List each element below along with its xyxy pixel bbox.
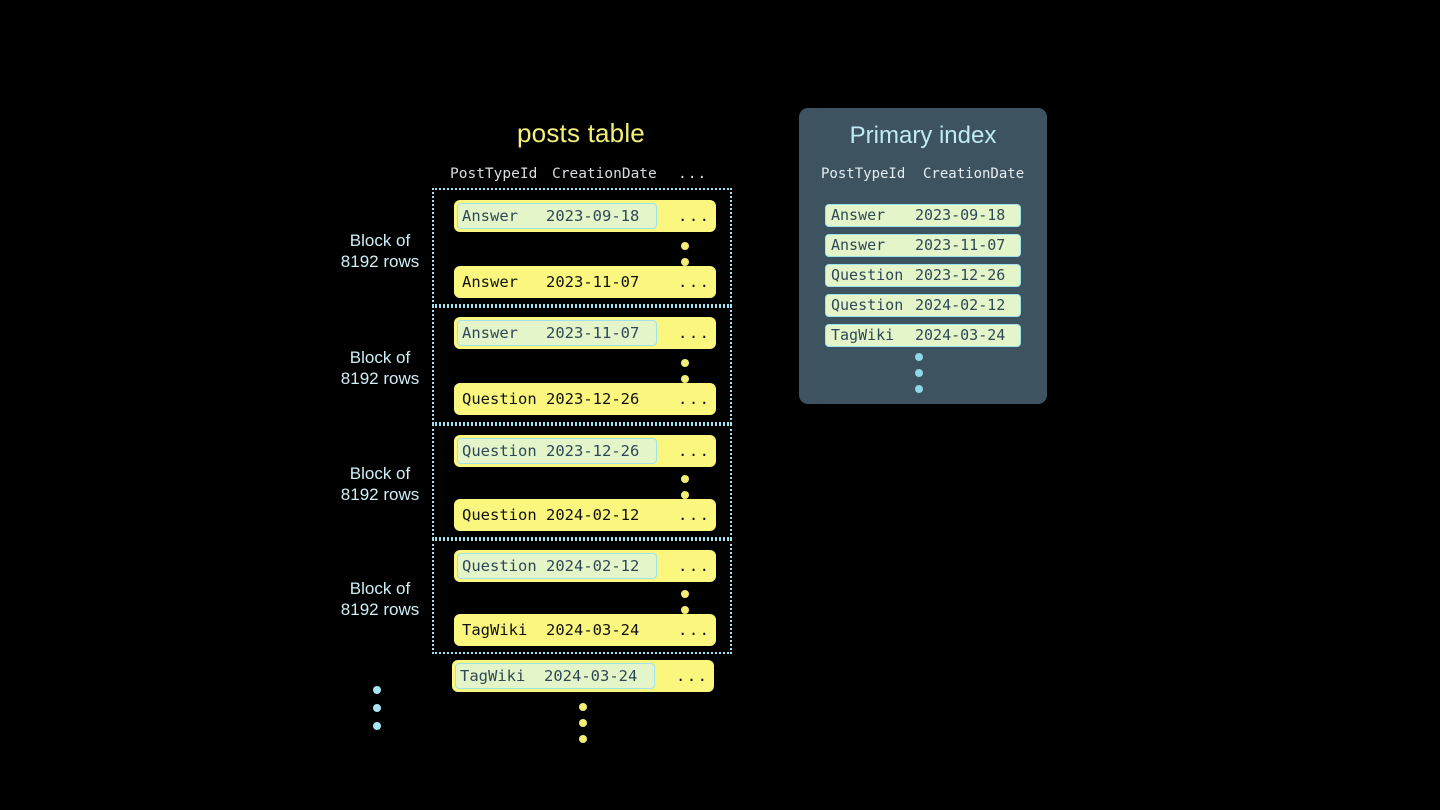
cell-posttypeid: Question xyxy=(831,296,904,314)
table-row: Answer 2023-09-18 ... xyxy=(454,200,716,232)
table-row: Question 2024-02-12 ... xyxy=(454,499,716,531)
primary-index-column-headers: PostTypeId CreationDate xyxy=(799,166,1047,186)
table-row: Question 2023-12-26 ... xyxy=(454,435,716,467)
cell-creationdate: 2023-11-07 xyxy=(915,236,1006,254)
block-2: Answer 2023-11-07 ... Question 2023-12-2… xyxy=(341,306,732,424)
cell-creationdate: 2024-03-24 xyxy=(546,621,640,639)
cell-posttypeid: TagWiki xyxy=(460,667,526,685)
row-highlight xyxy=(455,663,655,689)
cell-more: ... xyxy=(678,273,711,291)
column-header-posttypeid: PostTypeId xyxy=(821,166,906,182)
cell-posttypeid: Answer xyxy=(462,207,518,225)
block-label: Block of 8192 rows xyxy=(330,347,430,389)
cell-creationdate: 2024-03-24 xyxy=(915,326,1006,344)
cell-more: ... xyxy=(678,442,711,460)
row-highlight xyxy=(457,553,657,579)
cell-creationdate: 2023-11-07 xyxy=(546,273,640,291)
block-label-line1: Block of xyxy=(349,579,411,598)
cell-creationdate: 2024-02-12 xyxy=(546,557,640,575)
index-mark-row: Answer 2023-11-07 xyxy=(825,234,1021,257)
cell-creationdate: 2024-02-12 xyxy=(915,296,1006,314)
table-row: Answer 2023-11-07 ... xyxy=(454,266,716,298)
cell-creationdate: 2023-12-26 xyxy=(546,442,640,460)
block-label-line1: Block of xyxy=(349,464,411,483)
blocks-continue-ellipsis-dots xyxy=(370,686,384,740)
row-highlight xyxy=(457,438,657,464)
cell-posttypeid: TagWiki xyxy=(462,621,528,639)
table-row: Question 2023-12-26 ... xyxy=(454,383,716,415)
cell-posttypeid: Question xyxy=(462,390,537,408)
block-label: Block of 8192 rows xyxy=(330,578,430,620)
column-header-posttypeid: PostTypeId xyxy=(450,166,538,182)
posts-table-column-headers: PostTypeId CreationDate ... xyxy=(430,166,732,186)
cell-more: ... xyxy=(676,667,709,685)
block-4: Question 2024-02-12 ... TagWiki 2024-03-… xyxy=(341,539,732,654)
column-header-more: ... xyxy=(678,166,708,182)
cell-creationdate: 2023-09-18 xyxy=(915,206,1006,224)
cell-creationdate: 2023-12-26 xyxy=(915,266,1006,284)
table-row: Question 2024-02-12 ... xyxy=(454,550,716,582)
cell-more: ... xyxy=(678,390,711,408)
cell-more: ... xyxy=(678,506,711,524)
block-label-line1: Block of xyxy=(349,348,411,367)
posts-table-group: posts table PostTypeId CreationDate ... … xyxy=(330,118,740,743)
block-label: Block of 8192 rows xyxy=(330,463,430,505)
cell-posttypeid: Answer xyxy=(831,206,886,224)
cell-posttypeid: TagWiki xyxy=(831,326,895,344)
index-mark-row: TagWiki 2024-03-24 xyxy=(825,324,1021,347)
table-bottom-ellipsis-dots xyxy=(576,703,590,751)
cell-more: ... xyxy=(678,324,711,342)
index-mark-row: Question 2024-02-12 xyxy=(825,294,1021,317)
block-label-line2: 8192 rows xyxy=(340,600,420,619)
cell-creationdate: 2024-03-24 xyxy=(544,667,638,685)
index-mark-row: Answer 2023-09-18 xyxy=(825,204,1021,227)
block-3: Question 2023-12-26 ... Question 2024-02… xyxy=(341,424,732,539)
row-highlight xyxy=(457,203,657,229)
table-row: TagWiki 2024-03-24 ... xyxy=(454,614,716,646)
block-1: Answer 2023-09-18 ... Answer 2023-11-07 … xyxy=(341,188,732,306)
cell-posttypeid: Question xyxy=(462,442,537,460)
table-row-trailing: TagWiki 2024-03-24 ... xyxy=(452,660,714,692)
cell-posttypeid: Answer xyxy=(462,324,518,342)
column-header-creationdate: CreationDate xyxy=(552,166,657,182)
primary-index-title: Primary index xyxy=(849,122,997,149)
index-mark-row: Question 2023-12-26 xyxy=(825,264,1021,287)
index-ellipsis-dots xyxy=(913,353,925,401)
block-label: Block of 8192 rows xyxy=(330,230,430,272)
cell-more: ... xyxy=(678,621,711,639)
cell-posttypeid: Question xyxy=(462,557,537,575)
cell-creationdate: 2023-12-26 xyxy=(546,390,640,408)
cell-more: ... xyxy=(678,557,711,575)
cell-posttypeid: Answer xyxy=(831,236,886,254)
block-label-line2: 8192 rows xyxy=(340,252,420,271)
cell-more: ... xyxy=(678,207,711,225)
cell-posttypeid: Question xyxy=(831,266,904,284)
cell-posttypeid: Answer xyxy=(462,273,518,291)
row-highlight xyxy=(457,320,657,346)
cell-creationdate: 2023-11-07 xyxy=(546,324,640,342)
cell-creationdate: 2024-02-12 xyxy=(546,506,640,524)
cell-creationdate: 2023-09-18 xyxy=(546,207,640,225)
block-label-line1: Block of xyxy=(349,231,411,250)
table-row: Answer 2023-11-07 ... xyxy=(454,317,716,349)
primary-index-panel: Primary index PostTypeId CreationDate An… xyxy=(799,108,1047,404)
block-label-line2: 8192 rows xyxy=(340,369,420,388)
cell-posttypeid: Question xyxy=(462,506,537,524)
block-label-line2: 8192 rows xyxy=(340,485,420,504)
column-header-creationdate: CreationDate xyxy=(923,166,1025,182)
posts-table-title: posts table xyxy=(517,118,645,148)
